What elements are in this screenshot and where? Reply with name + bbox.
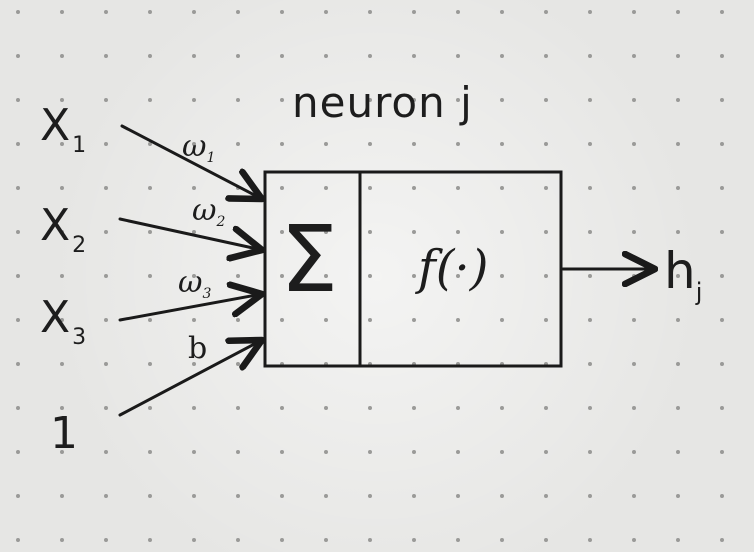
input-arrow-2: [118, 217, 262, 250]
bias-input-label: 1: [50, 408, 78, 459]
input-arrow-bias: [118, 340, 262, 417]
weight-label-1: ω1: [182, 129, 216, 166]
weight-label-3: ω3: [178, 265, 212, 302]
input-arrow-1: [120, 124, 262, 199]
summation-symbol: Σ: [280, 206, 339, 313]
activation-function-label: f(·): [418, 240, 489, 296]
neuron-box: [263, 170, 563, 368]
neuron-title: neuron j: [292, 78, 473, 127]
weight-label-2: ω2: [192, 193, 226, 230]
output-label: hj: [664, 242, 703, 306]
input-label-2: X2: [40, 200, 87, 258]
input-label-3: X3: [40, 292, 87, 350]
input-label-1: X1: [40, 100, 87, 158]
input-arrow-3: [118, 294, 262, 322]
bias-weight-label: b: [188, 331, 208, 366]
